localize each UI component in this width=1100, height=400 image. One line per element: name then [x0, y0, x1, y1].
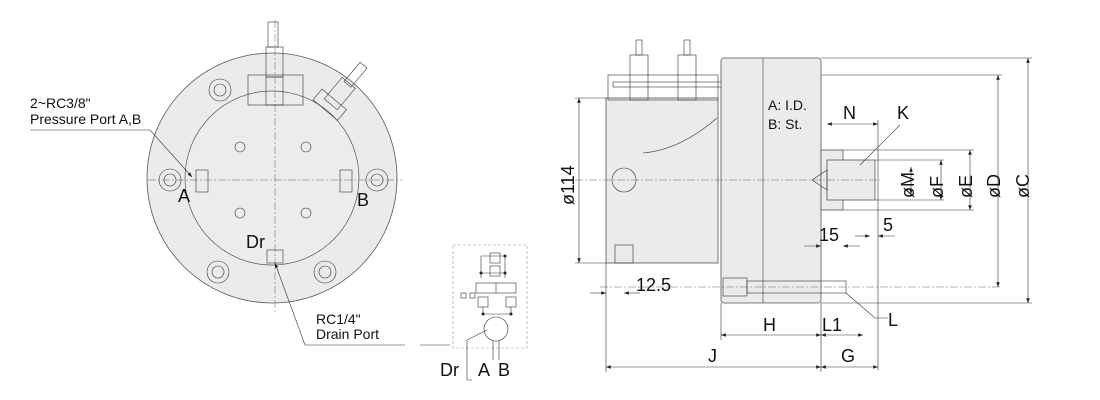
port-dr-label: Dr: [246, 232, 265, 252]
dim-dia-114: ø114: [558, 165, 578, 205]
port-b: [339, 169, 353, 193]
dim-5: 5: [883, 215, 893, 235]
dim-l1: L1: [822, 315, 842, 335]
drain-port-size: RC1/4": [316, 311, 361, 327]
dim-m: øM: [898, 172, 918, 198]
dim-h: H: [763, 315, 776, 335]
drain-port-label: Drain Port: [316, 326, 379, 342]
schematic-dr: Dr: [440, 360, 459, 380]
inner-marks: [234, 141, 312, 219]
port-b-label: B: [357, 190, 369, 210]
note-b: B: St.: [768, 116, 802, 132]
dim-g: G: [841, 346, 855, 366]
port-a-label: A: [178, 186, 190, 206]
dim-j: J: [708, 346, 717, 366]
dim-15: 15: [819, 225, 839, 245]
flange: [720, 57, 822, 304]
hydraulic-schematic: Dr A B: [420, 244, 528, 381]
port-a: [195, 169, 209, 193]
side-view: ø114 12.5 A: I.D. B: St. N K øM øF øE øD…: [558, 39, 1033, 372]
schematic-a: A: [478, 360, 490, 380]
schematic-b: B: [498, 360, 510, 380]
pressure-port-label: Pressure Port A,B: [30, 111, 141, 127]
dim-d: øD: [984, 174, 1004, 198]
dim-12-5: 12.5: [636, 275, 671, 295]
valve-block: [605, 97, 719, 264]
bolt-holes: [158, 78, 389, 284]
dim-e: øE: [956, 175, 976, 198]
front-view: 2~RC3/8" Pressure Port A,B A B Dr RC1/4"…: [30, 20, 405, 346]
body-circle: [184, 90, 360, 266]
valve-top: [247, 21, 304, 106]
dim-k: K: [897, 103, 909, 123]
dim-n: N: [843, 103, 856, 123]
pressure-port-size: 2~RC3/8": [30, 95, 91, 111]
dim-c: øC: [1013, 174, 1033, 198]
note-a: A: I.D.: [768, 97, 807, 113]
valve-angled: [312, 61, 368, 121]
dim-f: øF: [927, 176, 947, 198]
top-fittings: [607, 39, 724, 101]
dim-l: L: [888, 310, 898, 330]
